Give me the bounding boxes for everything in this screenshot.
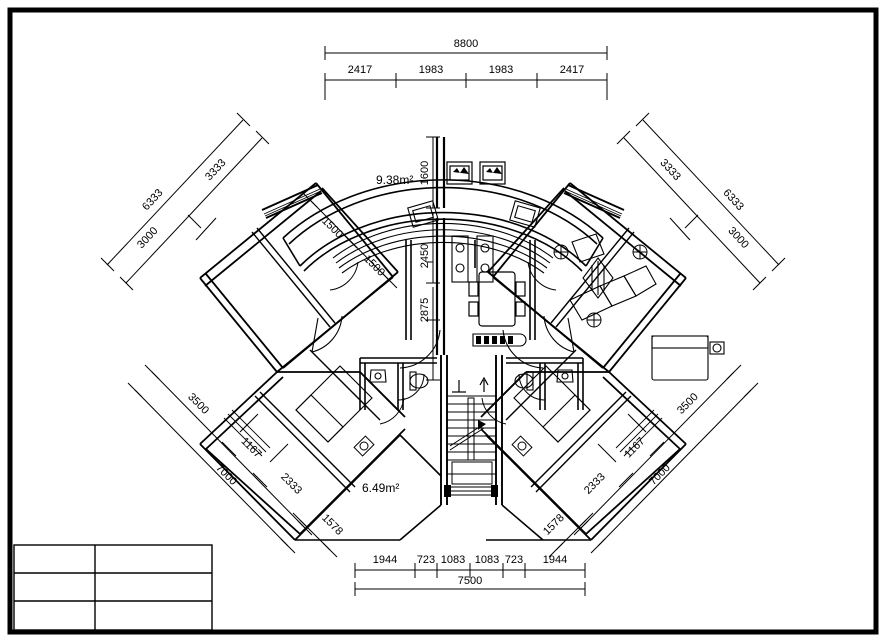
title-block (13, 544, 213, 631)
door-swing-bath-left (397, 373, 425, 401)
dining-chair-2 (468, 301, 479, 317)
kitchen-cabinet (472, 333, 527, 347)
dim-bottom-chain (354, 563, 586, 578)
sink-left (451, 235, 469, 283)
sheet-border (7, 7, 879, 635)
dim-center-vertical (426, 136, 440, 381)
window-hatch-lower-right (615, 409, 663, 457)
window-hatch-lower-left (223, 409, 271, 457)
stair-handrail (467, 397, 475, 461)
bed-pillow-right (542, 394, 591, 443)
core-entry-arcs (399, 329, 544, 369)
dim-label-bot-total: 7500 (458, 575, 482, 587)
dim-top-overall (324, 46, 608, 60)
sink-right (476, 235, 494, 283)
dim-bottom-overall (354, 582, 586, 596)
dim-label-bot-seg-1: 1944 (373, 554, 397, 566)
dim-label-bot-seg-2: 723 (417, 554, 435, 566)
door-swing-lower-right (481, 397, 507, 425)
dim-right-upper-diagonal (616, 112, 786, 291)
stair-direction-arrows (452, 376, 489, 393)
dim-label-bot-seg-3: 1083 (441, 554, 465, 566)
bed-lower-right (513, 365, 591, 443)
door-swing-upper-left (311, 315, 343, 353)
dim-right-lower-diagonal (548, 364, 759, 558)
dim-label-bot-seg-6: 1944 (543, 554, 567, 566)
door-swing-lower-left (379, 397, 405, 425)
dim-label-2875: 2875 (419, 298, 431, 322)
dining-chair-4 (515, 301, 526, 317)
dim-left-upper-diagonal (100, 112, 270, 291)
nightstand-right (511, 435, 533, 457)
dim-label-top-seg-4: 2417 (560, 64, 584, 76)
dim-label-top-seg-2: 1983 (419, 64, 443, 76)
appliance-icon-left (446, 161, 473, 185)
dining-chair-3 (515, 281, 526, 297)
dim-left-lower-diagonal (127, 364, 338, 558)
bathroom-left-fixtures (369, 369, 429, 391)
dining-chair-1 (468, 281, 479, 297)
appliance-symbols (446, 161, 506, 185)
bed-pillow-left (295, 394, 344, 443)
area-label-stair: 6.49m² (362, 481, 399, 495)
dim-label-top-total: 8800 (454, 38, 478, 50)
stair-entry-door (444, 485, 498, 497)
bed-upper-right (651, 335, 725, 381)
armchair-top (571, 233, 605, 263)
dim-label-bot-seg-4: 1083 (475, 554, 499, 566)
area-label-balcony: 9.38m² (376, 173, 413, 187)
dim-label-top-seg-3: 1983 (489, 64, 513, 76)
living-room-furniture (553, 233, 657, 328)
sink-fixture-right (556, 369, 574, 383)
nightstand-upper-right (709, 341, 725, 355)
lower-right-partitions (505, 349, 632, 493)
dim-label-top-seg-1: 2417 (348, 64, 372, 76)
upper-right-bedroom (487, 182, 687, 373)
lower-left-wing (199, 371, 406, 541)
dim-label-2450: 2450 (419, 244, 431, 268)
door-swing-upper-left-2 (329, 261, 359, 291)
upper-left-bedroom (199, 182, 399, 373)
side-table-left (553, 244, 569, 260)
door-swing-upper-right-2 (527, 261, 557, 291)
sofa-group (569, 265, 657, 321)
nightstand-left (353, 435, 375, 457)
dim-top-chain (324, 73, 608, 100)
lower-left-partitions (254, 349, 381, 493)
side-table-bottom (586, 312, 602, 328)
center-dividers (405, 240, 536, 340)
sink-symbols (451, 235, 494, 283)
dim-label-bot-seg-5: 723 (505, 554, 523, 566)
balcony-returns (282, 237, 604, 267)
sink-fixture-left (369, 369, 387, 383)
dim-label-1600: 1600 (419, 161, 431, 185)
dim-entry-diagonals (302, 192, 398, 289)
bed-lower-left (295, 365, 373, 443)
coffee-table (582, 257, 614, 299)
upper-left-partitions (251, 227, 336, 328)
building-plan (199, 137, 725, 541)
core-walls (435, 137, 446, 355)
door-swing-upper-right (543, 315, 575, 353)
side-table-right (632, 244, 648, 260)
upper-right-partitions (550, 227, 635, 328)
appliance-icon-right (479, 161, 506, 185)
dining-set (468, 271, 526, 327)
stair-side-walls (399, 434, 544, 541)
dining-table (478, 271, 516, 327)
stair-treads (446, 395, 497, 485)
